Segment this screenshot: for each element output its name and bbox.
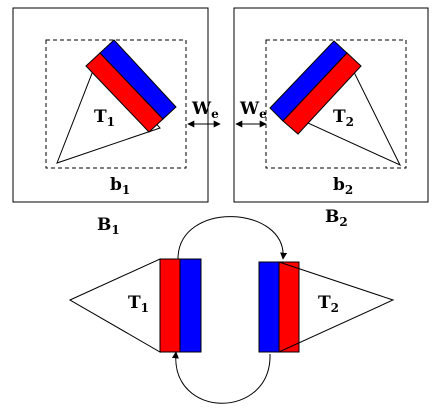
curved-arrow-bottom bbox=[171, 351, 271, 404]
red-block-t2-top bbox=[282, 52, 362, 135]
label-t1-top: T1 bbox=[94, 107, 115, 129]
blue-block-t1-top bbox=[99, 39, 177, 120]
label-we-left: We bbox=[191, 99, 219, 121]
outer-box-b2 bbox=[233, 7, 429, 203]
red-block-t1-bottom bbox=[159, 258, 181, 353]
curved-arrow-top bbox=[177, 216, 288, 260]
label-b2-inner: b2 bbox=[333, 175, 353, 197]
label-b1-inner: b1 bbox=[110, 175, 130, 197]
label-b1-outer: B1 bbox=[97, 215, 120, 237]
label-t1-bottom: T1 bbox=[128, 293, 149, 315]
outer-box-b1 bbox=[12, 7, 209, 203]
label-t2-top: T2 bbox=[333, 107, 354, 129]
label-t2-bottom: T2 bbox=[318, 293, 339, 315]
blue-block-t2-bottom bbox=[258, 261, 280, 353]
red-block-t2-bottom bbox=[278, 261, 300, 353]
triangle-t2-bottom bbox=[278, 261, 395, 353]
label-we-right: We bbox=[239, 99, 267, 121]
inner-region-b1 bbox=[45, 39, 187, 169]
label-b2-outer: B2 bbox=[325, 207, 348, 229]
blue-block-t1-bottom bbox=[179, 258, 202, 353]
inner-region-b2 bbox=[265, 39, 407, 169]
